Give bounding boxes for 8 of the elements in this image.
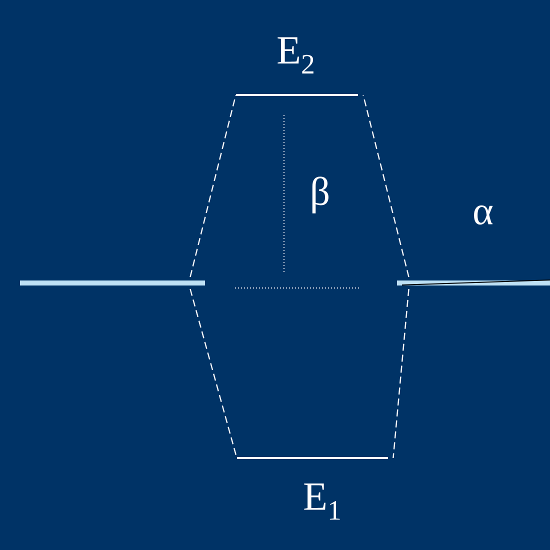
energy-level <box>397 280 550 286</box>
symbol-label: α <box>474 205 493 225</box>
energy-level: E$_{1}$ <box>237 457 388 520</box>
energy-level: E$_{2}$ <box>236 37 358 96</box>
node-label: E$_{1}$ <box>304 484 340 520</box>
node-label: E$_{2}$ <box>278 37 314 74</box>
energy-level <box>20 280 205 286</box>
symbol-label: β <box>312 176 328 214</box>
